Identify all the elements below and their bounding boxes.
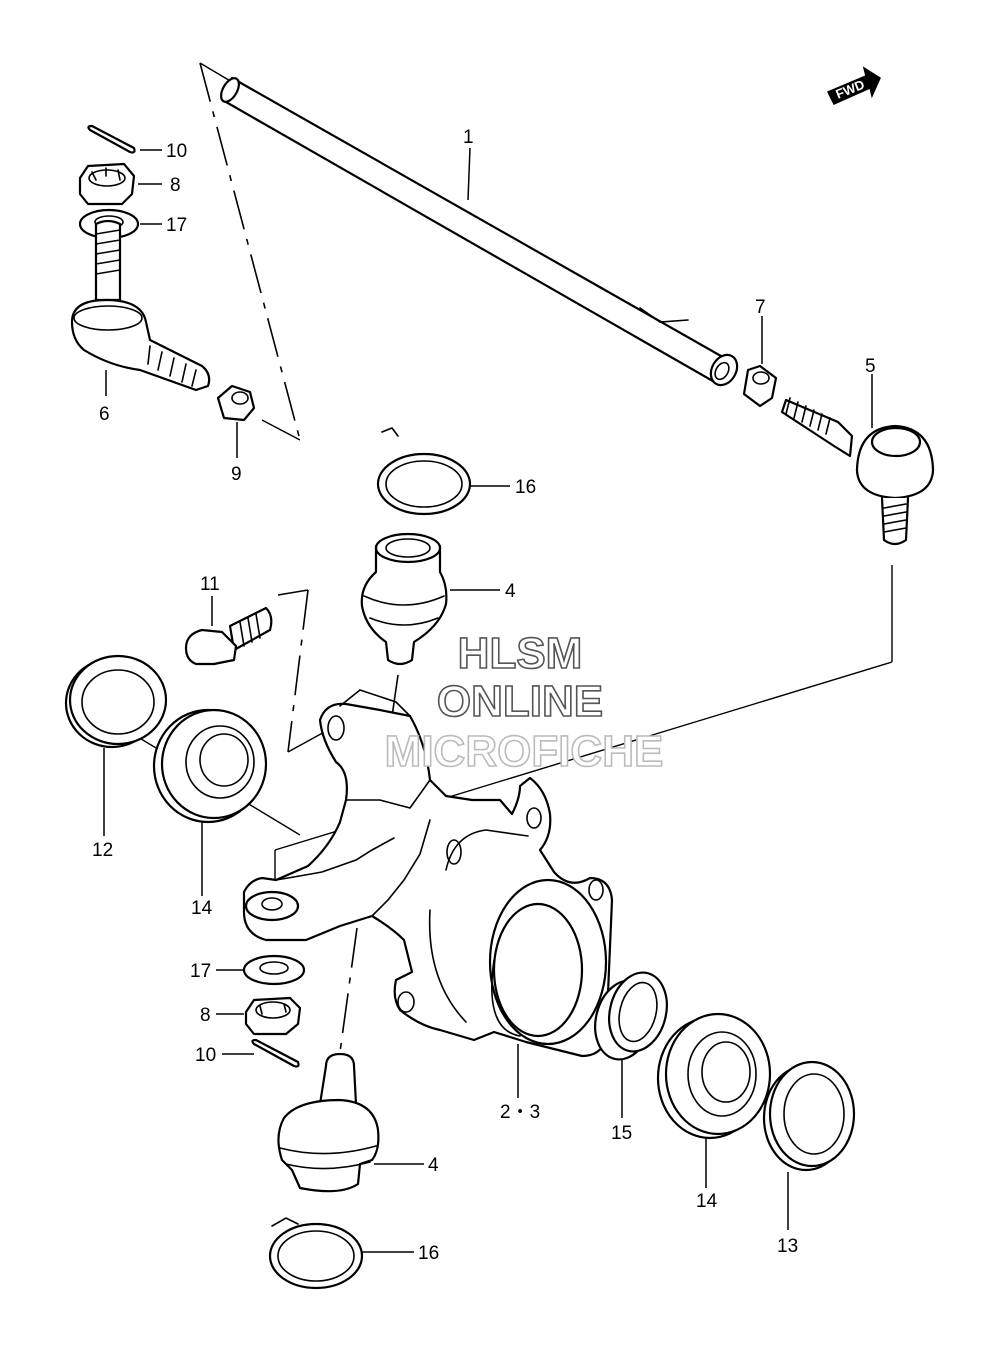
- callout-6: 6: [99, 404, 110, 425]
- cotter-pin-top: [87, 124, 136, 154]
- callout-17-lower: 17: [190, 961, 211, 982]
- watermark-line-1: HLSM: [458, 629, 583, 678]
- callout-14-left: 14: [191, 898, 213, 919]
- bolt-bracket-lines: [277, 589, 329, 753]
- callout-1: 1: [463, 127, 474, 148]
- lock-nut-left: [216, 384, 256, 422]
- castle-nut-lower: [244, 996, 302, 1036]
- callout-13: 13: [777, 1236, 798, 1257]
- callout-16-lower: 16: [418, 1243, 439, 1264]
- callout-4-lower: 4: [428, 1155, 439, 1176]
- tie-rod-bracket-lines: [199, 62, 301, 441]
- callout-14-right: 14: [696, 1191, 718, 1212]
- watermark-line-2: ONLINE: [437, 677, 603, 726]
- tie-rod-end-left: [70, 219, 211, 392]
- lock-nut-right: [742, 364, 778, 408]
- watermark: HLSM ONLINE MICROFICHE: [384, 628, 664, 777]
- callout-10-lower: 10: [195, 1045, 216, 1066]
- spacer-ring: [594, 971, 668, 1061]
- callout-16-top: 16: [515, 477, 536, 498]
- callout-11: 11: [200, 574, 220, 595]
- lower-ball-joint-centerline: [339, 927, 358, 1053]
- callout-8-top: 8: [170, 175, 181, 196]
- washer-lower: [242, 954, 306, 986]
- oil-seal-left: [64, 654, 168, 749]
- callout-labels: 1 10 8 17 6 9 7 5 16 4 11 12 14 17 8 10 …: [92, 127, 876, 1264]
- oil-seal-right: [762, 1060, 856, 1172]
- callout-9: 9: [231, 464, 242, 485]
- cotter-pin-lower: [251, 1038, 300, 1068]
- callout-5: 5: [865, 356, 876, 377]
- callout-4-upper: 4: [505, 581, 516, 602]
- bearing-left: [152, 708, 268, 824]
- circlip-top: [376, 427, 472, 516]
- callout-8-lower: 8: [200, 1005, 211, 1026]
- bearing-right: [656, 1012, 772, 1140]
- tie-rod-end-right: [780, 397, 935, 546]
- callout-12: 12: [92, 840, 113, 861]
- callout-17-top: 17: [166, 215, 187, 236]
- callout-2-3: 2・3: [500, 1102, 540, 1123]
- callout-10-top: 10: [166, 141, 187, 162]
- bolt: [184, 606, 273, 666]
- ball-joint-lower: [277, 1052, 380, 1193]
- leader-lines: [103, 147, 873, 1253]
- fwd-badge-label: FWD: [834, 77, 867, 102]
- castle-nut-top: [78, 162, 136, 206]
- callout-15: 15: [611, 1123, 632, 1144]
- tie-rod: [220, 76, 739, 387]
- callout-7: 7: [755, 297, 766, 318]
- watermark-line-3: MICROFICHE: [385, 727, 664, 776]
- fwd-arrow-badge: FWD: [826, 66, 881, 105]
- circlip-lower: [268, 1217, 364, 1290]
- ball-joint-upper: [360, 532, 448, 666]
- steering-knuckle: [242, 689, 614, 1058]
